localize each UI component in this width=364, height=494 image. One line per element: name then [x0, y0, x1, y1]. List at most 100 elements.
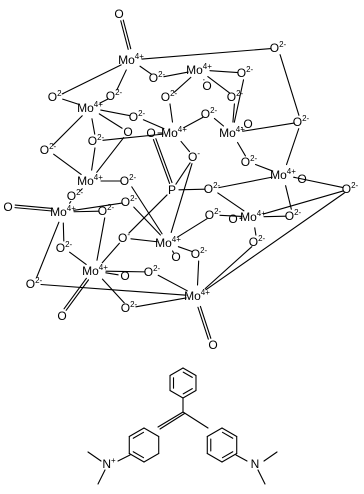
bond-mo2-o8 [173, 76, 192, 93]
atom-o29: O [228, 212, 237, 226]
bond-mo9-o21 [217, 192, 245, 212]
bond-mo12-o41 [199, 305, 212, 339]
atom-mo6: Mo4+ [77, 173, 103, 188]
bond-p-o16 [175, 162, 191, 185]
bond-mo9-o34 [254, 227, 257, 236]
atom-o13: O [123, 125, 132, 139]
atom-o11: O2- [201, 106, 218, 121]
cation-bond [182, 389, 197, 399]
atom-o20: O2- [120, 173, 137, 188]
cation-bond [128, 427, 145, 438]
cation-bond [221, 452, 238, 463]
cation-bond [87, 451, 102, 462]
cation-bond [132, 431, 145, 439]
atom-mo7: Mo4+ [270, 167, 296, 182]
cation-bond [128, 452, 145, 463]
bond-mo11-o40 [101, 278, 125, 304]
bond-mo11-o39 [65, 279, 90, 311]
bond-mo3-o10 [100, 109, 131, 117]
bond-mo7-o30 [285, 185, 292, 210]
cation-bond [159, 412, 186, 430]
atom-o37: O2- [144, 264, 161, 279]
double-bond-mo11-o39 [63, 277, 87, 310]
atom-mo8: Mo4+ [50, 204, 76, 219]
atom-mo5: Mo4+ [219, 125, 245, 140]
atom-o7: O2- [106, 88, 123, 103]
bond-mo8-o25 [69, 201, 72, 204]
atom-mo3: Mo4+ [77, 100, 103, 115]
cation-bond [206, 452, 223, 463]
atom-o24: O [3, 200, 12, 214]
bond-mo5-o11 [213, 117, 225, 127]
atom-mo11: Mo4+ [82, 263, 108, 278]
atom-o33: O2- [191, 246, 208, 261]
cation-bond [206, 427, 223, 438]
cation-bond [132, 451, 145, 459]
bond-mo3-o15 [52, 115, 83, 146]
atom-o9: O2- [227, 89, 244, 104]
bond-mo11-o37 [105, 270, 146, 273]
bond-mo12-o37 [157, 274, 188, 292]
atom-o16: O- [188, 149, 200, 164]
atom-p: P [168, 183, 176, 197]
bond-mo9-o28 [219, 214, 243, 218]
cation-bond [221, 451, 234, 459]
bond-mo1-o2 [141, 48, 272, 60]
bond-o20-mo10 [131, 186, 163, 235]
cation-bond [221, 427, 238, 438]
atom-o2: O2- [270, 40, 287, 55]
double-bond-mo1-o1 [122, 19, 132, 50]
bond-mo7-o17 [254, 163, 274, 172]
atom-o23: O2- [342, 181, 359, 196]
bond-network [14, 19, 345, 340]
atom-o34: O2- [249, 234, 266, 249]
bond-o4-mo5 [233, 79, 245, 123]
atom-o8: O2- [161, 89, 178, 104]
bond-mo6-o13 [96, 136, 125, 173]
cation-bond [182, 371, 193, 378]
bond-mo8-o24 [14, 207, 53, 212]
bond-mo12-o36 [40, 283, 187, 296]
atom-o31: O- [118, 230, 130, 245]
bond-mo12-o23 [205, 192, 345, 291]
bond-mo11-o32 [69, 251, 87, 265]
bond-o23-mo9 [263, 190, 344, 215]
atom-o28: O2- [205, 207, 222, 222]
cation-bond [263, 451, 278, 462]
bond-mo10-o33 [177, 246, 193, 253]
atom-mo2: Mo4+ [186, 62, 212, 77]
atom-o17: O2- [241, 154, 258, 169]
atom-mo1: Mo4+ [118, 52, 144, 67]
bond-mo9-o30 [263, 215, 287, 218]
bond-mo3-o7 [99, 98, 109, 104]
bond-mo8-o32 [62, 222, 65, 242]
atom-mo9: Mo4+ [240, 209, 266, 224]
bond-p-o21 [178, 188, 206, 191]
cation-bond [157, 411, 184, 428]
bond-mo10-o35 [171, 250, 175, 254]
atom-o3: O2- [149, 70, 166, 85]
bond-mo3-o13 [98, 113, 123, 129]
atom-o21: O2- [204, 181, 221, 196]
atom-o14: O [146, 126, 155, 140]
atom-labels: Mo4+Mo4+Mo4+Mo4+Mo4+Mo4+Mo4+Mo4+Mo4+Mo4+… [3, 7, 358, 471]
bond-mo6-o15 [53, 153, 82, 176]
organic-cation-structure [87, 367, 278, 485]
bond-o34-mo12 [204, 246, 253, 290]
cation-bond [117, 454, 131, 462]
bond-mo7-o18 [285, 128, 300, 166]
bond-o26-mo11 [96, 217, 106, 261]
atom-o25: O2- [67, 188, 84, 203]
cation-bond [169, 367, 184, 377]
bond-mo2-o3 [163, 71, 189, 78]
bond-o9-mo5 [232, 103, 235, 123]
bond-mo11-o38 [105, 272, 119, 276]
bond-mo4-o10 [142, 119, 165, 130]
atom-o35: O [171, 250, 180, 264]
bond-mo3-o6 [62, 98, 81, 106]
bond-mo12-o33 [196, 260, 200, 286]
atom-o38: O [120, 269, 129, 283]
cation-bond [235, 454, 248, 462]
bond-mo10-o16 [170, 163, 193, 234]
